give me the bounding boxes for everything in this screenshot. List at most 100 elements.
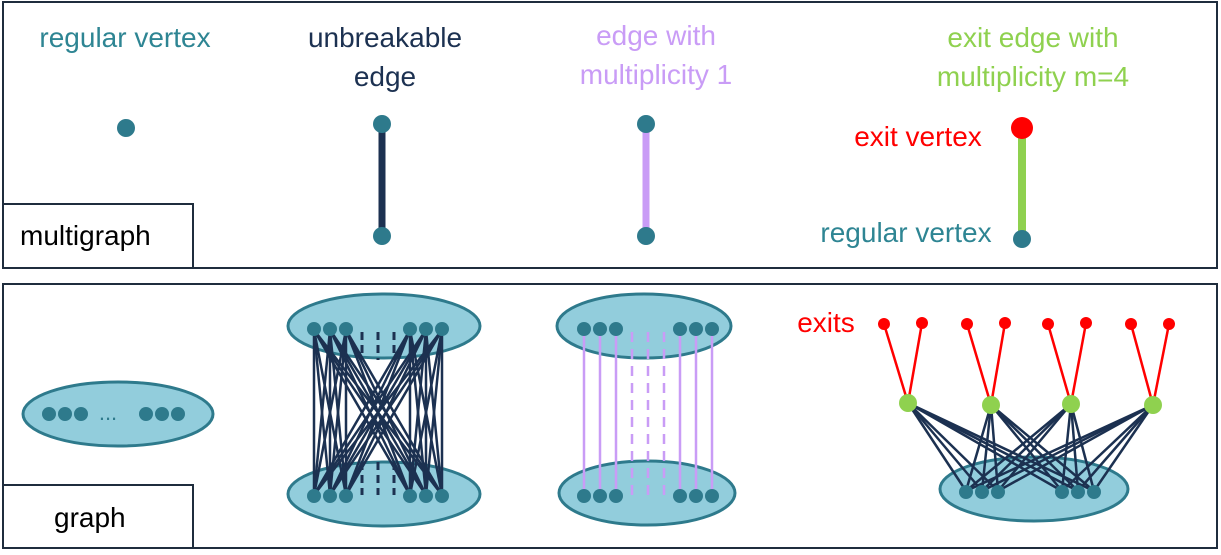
exit-navy-edge xyxy=(906,402,968,492)
legend-unbreakable-text-1: unbreakable xyxy=(308,22,462,53)
multiplicity-nodes xyxy=(577,322,719,503)
exit-red-node xyxy=(916,317,928,329)
unbreakable-top-node xyxy=(435,322,449,336)
legend-multiplicity-node-top xyxy=(637,115,655,133)
unbreakable-edge-line xyxy=(312,329,412,496)
exit-red-edge xyxy=(882,323,910,404)
legend-multiplicity-text-2: multiplicity 1 xyxy=(580,59,732,90)
exit-green-node xyxy=(1144,396,1162,414)
exit-green-node xyxy=(899,394,917,412)
exit-navy-edge xyxy=(997,403,1154,493)
unbreakable-edge-line xyxy=(328,329,444,496)
exit-navy-edge xyxy=(1092,404,1155,492)
multigraph-label: multigraph xyxy=(4,203,194,267)
exit-navy-edge xyxy=(1061,404,1154,492)
unbreakable-top-node xyxy=(307,322,321,336)
unbreakable-edge-line xyxy=(312,329,332,496)
vertex-node xyxy=(58,407,72,421)
unbreakable-bottom-node xyxy=(323,489,337,503)
exit-red-edge xyxy=(1151,323,1171,406)
legend-unbreakable-node-top xyxy=(373,115,391,133)
multiplicity-top-node xyxy=(673,322,687,336)
graph-panel: graph xyxy=(2,283,1218,549)
legend-regular-vertex-2-text: regular vertex xyxy=(820,217,991,248)
legend-exit-vertex-text: exit vertex xyxy=(854,121,982,152)
unbreakable-top-node xyxy=(323,322,337,336)
multiplicity-top-node xyxy=(577,322,591,336)
multiplicity-bottom-node xyxy=(705,489,719,503)
exit-base-node xyxy=(991,485,1005,499)
graph-ellipsis-text: ... xyxy=(99,400,117,425)
unbreakable-edge-line xyxy=(313,329,443,496)
legend-unbreakable-text-2: edge xyxy=(354,61,416,92)
unbreakable-edge-bundle-front xyxy=(312,329,444,496)
multiplicity-bottom-node xyxy=(689,489,703,503)
unbreakable-bottom-node xyxy=(339,489,353,503)
exit-base-node xyxy=(975,485,989,499)
unbreakable-top-node xyxy=(403,322,417,336)
multiplicity-bottom-node xyxy=(577,489,591,503)
multiplicity-bottom-node xyxy=(609,489,623,503)
unbreakable-edge-line xyxy=(312,329,428,496)
exit-navy-edge xyxy=(965,403,1072,492)
multiplicity-edges xyxy=(582,331,714,496)
vertex-node xyxy=(171,407,185,421)
legend-exit-vertex-node xyxy=(1011,117,1033,139)
exit-base-node xyxy=(1087,485,1101,499)
exit-red-node xyxy=(1125,318,1137,330)
exit-red-node xyxy=(961,318,973,330)
graph-label: graph xyxy=(4,484,194,547)
exit-green-node xyxy=(982,396,1000,414)
vertex-node xyxy=(42,407,56,421)
legend-multiplicity-text-1: edge with xyxy=(596,20,716,51)
unbreakable-top-node xyxy=(339,322,353,336)
exit-navy-edge xyxy=(1077,404,1154,492)
exit-navy-edge xyxy=(981,403,1154,493)
exit-red-edge xyxy=(1046,323,1073,405)
unbreakable-nodes xyxy=(307,322,449,503)
exit-base-node xyxy=(1071,485,1085,499)
legend-regular-vertex-node xyxy=(117,119,135,137)
exit-navy-edge xyxy=(964,404,993,492)
unbreakable-edge-line xyxy=(312,329,348,496)
exit-red-node xyxy=(999,317,1011,329)
legend-unbreakable-node-bottom xyxy=(373,227,391,245)
unbreakable-top-node xyxy=(419,322,433,336)
multiplicity-bottom-node xyxy=(593,489,607,503)
exit-edges xyxy=(882,322,1171,493)
legend-multiplicity-node-bottom xyxy=(637,227,655,245)
multigraph-panel: multigraph xyxy=(2,1,1218,269)
multiplicity-top-node xyxy=(593,322,607,336)
unbreakable-bottom-node xyxy=(307,489,321,503)
multiplicity-top-node xyxy=(689,322,703,336)
exit-red-node xyxy=(878,318,890,330)
legend-exit-edge-text-1: exit edge with xyxy=(947,22,1118,53)
exit-base-node xyxy=(959,485,973,499)
graph-vertex-set-ellipse xyxy=(21,380,215,448)
unbreakable-edge-line xyxy=(424,329,444,496)
multiplicity-top-node xyxy=(609,322,623,336)
unbreakable-bottom-node xyxy=(403,489,417,503)
exit-red-node xyxy=(1080,317,1092,329)
exit-nodes xyxy=(878,317,1175,499)
exit-red-edge xyxy=(989,322,1007,406)
legend-exit-edge-text-2: multiplicity m=4 xyxy=(937,61,1129,92)
graph-vertex-set-nodes xyxy=(42,407,185,421)
multiplicity-top-node xyxy=(705,322,719,336)
exit-red-edge xyxy=(906,322,924,404)
multiplicity-bottom-node xyxy=(673,489,687,503)
exit-red-node xyxy=(1042,318,1054,330)
unbreakable-edge-line xyxy=(408,329,444,496)
exit-red-edge xyxy=(1129,323,1155,406)
exit-red-edge xyxy=(1069,322,1088,405)
vertex-node xyxy=(139,407,153,421)
unbreakable-bottom-node xyxy=(435,489,449,503)
vertex-node xyxy=(74,407,88,421)
exit-red-edge xyxy=(965,323,993,406)
vertex-node xyxy=(155,407,169,421)
exit-base-node xyxy=(1055,485,1069,499)
legend-exit-regular-node xyxy=(1013,230,1031,248)
exit-green-node xyxy=(1062,395,1080,413)
unbreakable-bottom-node xyxy=(419,489,433,503)
